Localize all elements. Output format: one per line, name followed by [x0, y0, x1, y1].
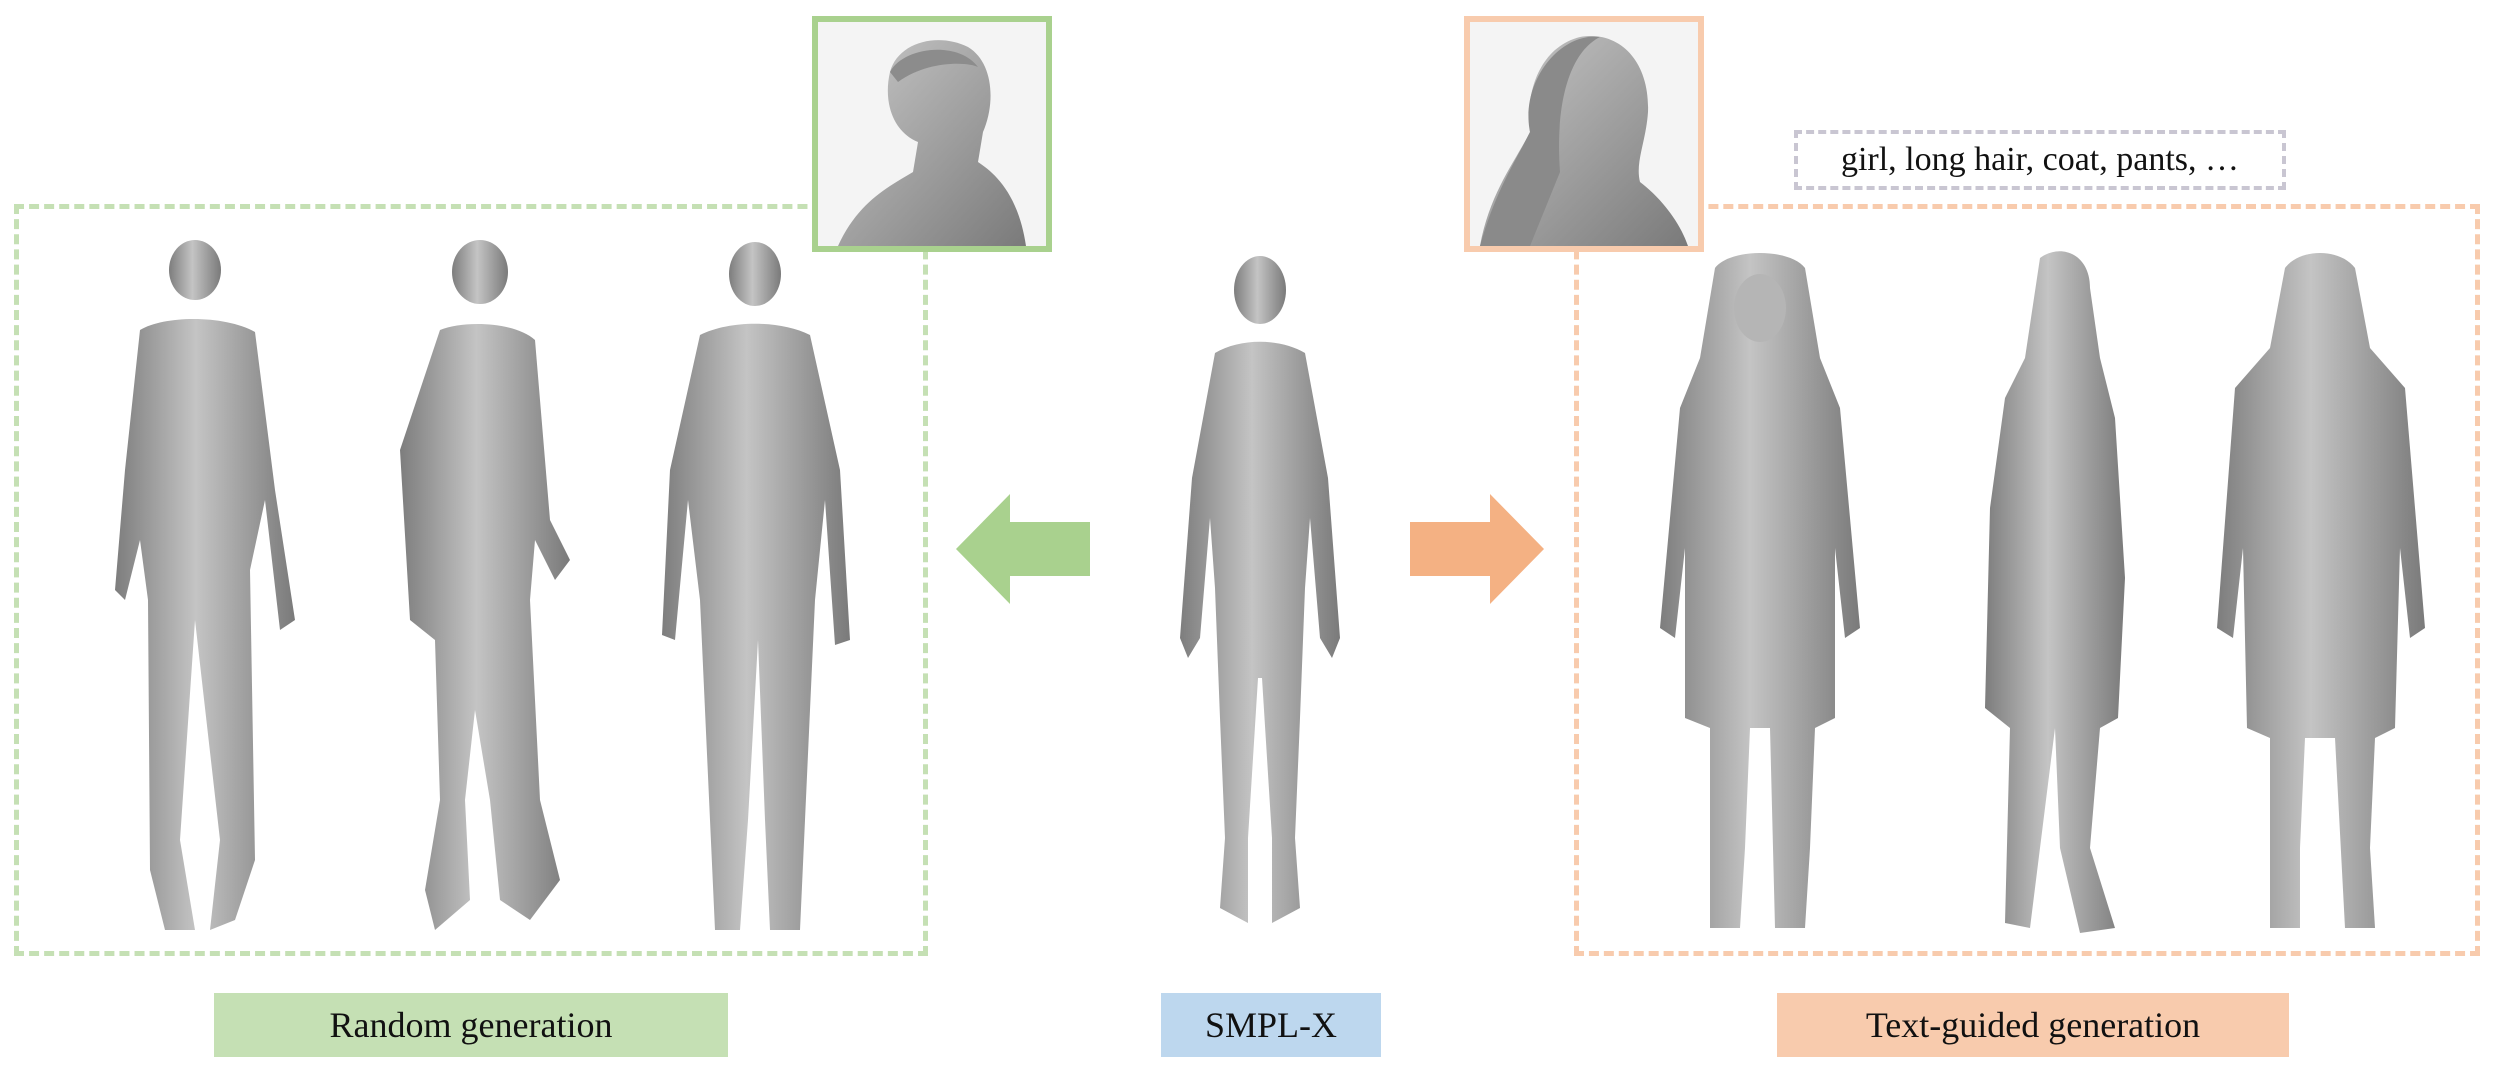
female-figure-back-view [2217, 253, 2425, 928]
arrow-left-icon [956, 494, 1090, 604]
male-figure-back-view [115, 240, 295, 930]
smplx-body-model [1180, 256, 1340, 923]
text-guided-generation-label: Text-guided generation [1777, 993, 2289, 1057]
random-generation-label: Random generation [214, 993, 728, 1057]
female-figure-front-view [1660, 253, 1860, 928]
male-head-icon [838, 40, 1026, 246]
text-guided-generation-region [1574, 204, 2480, 956]
female-face-closeup [1464, 16, 1704, 252]
arrow-right-icon [1410, 494, 1544, 604]
male-figure-front-view [662, 242, 850, 930]
male-figure-side-view [400, 240, 570, 930]
smplx-label: SMPL-X [1161, 993, 1381, 1057]
female-figure-side-view [1985, 251, 2125, 933]
random-generation-region [14, 204, 928, 956]
text-prompt: girl, long hair, coat, pants, … [1840, 141, 2240, 178]
female-head-icon [1480, 36, 1688, 246]
text-prompt-box: girl, long hair, coat, pants, … [1794, 130, 2286, 190]
male-face-closeup [812, 16, 1052, 252]
